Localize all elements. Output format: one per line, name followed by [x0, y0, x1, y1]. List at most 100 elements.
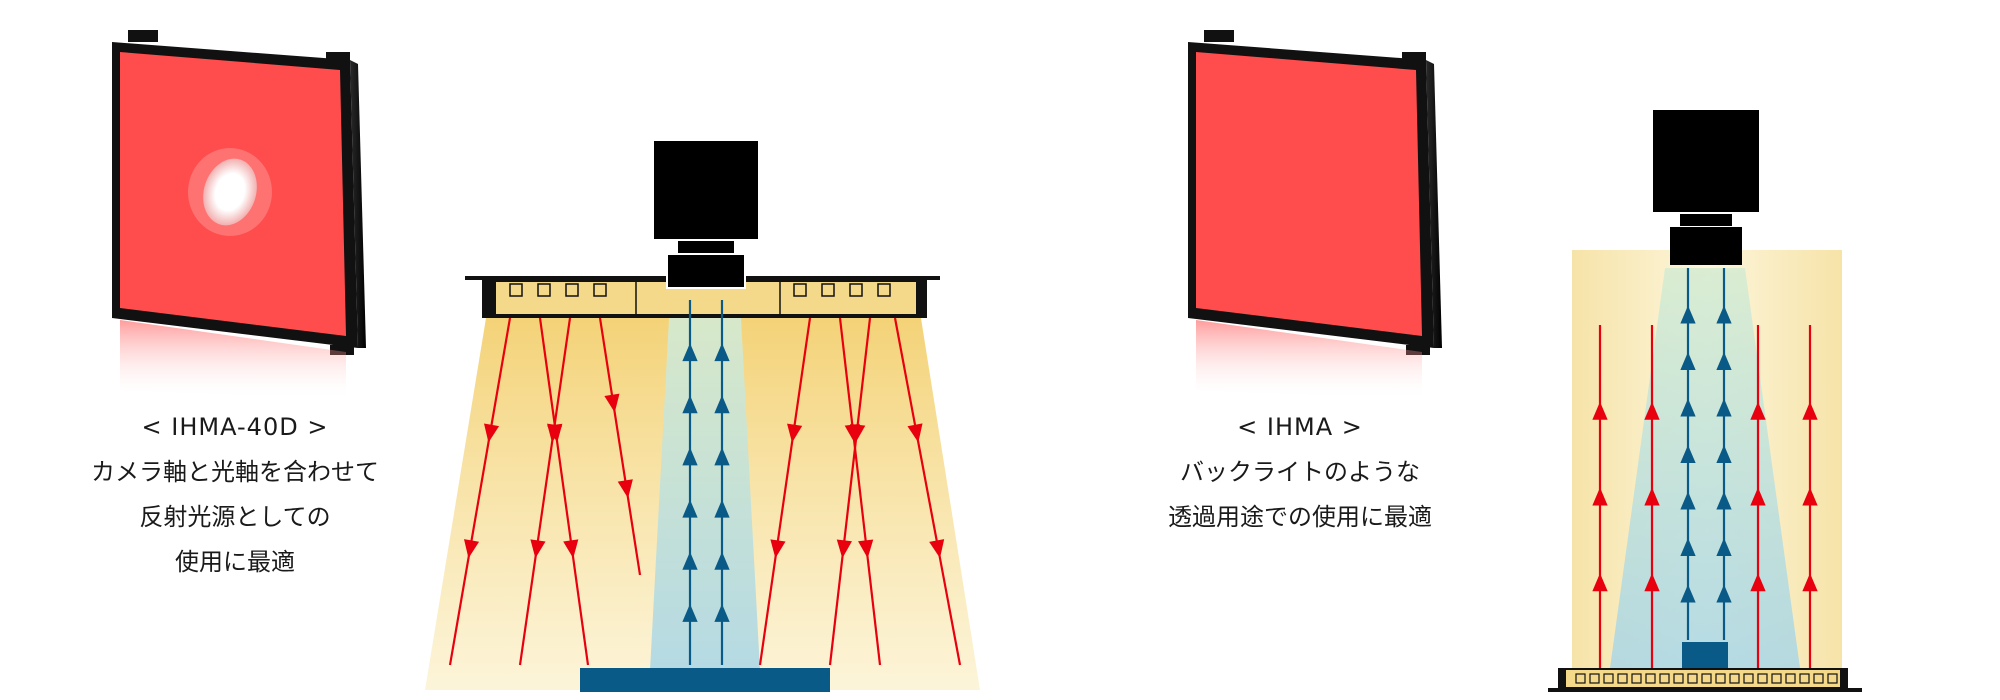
reflected-light-ray-arrow	[682, 395, 698, 414]
incident-light-ray	[828, 317, 872, 666]
incident-light-ray	[538, 317, 590, 666]
backlight-ray-arrow	[1644, 573, 1660, 592]
incident-light-ray	[448, 317, 512, 666]
led-cell	[1645, 673, 1656, 684]
led-cell	[1771, 673, 1782, 684]
backlight-ray-arrow	[1644, 487, 1660, 506]
backlight-ray-arrow	[1802, 401, 1818, 420]
description-line: カメラ軸と光軸を合わせて	[91, 458, 379, 486]
description-line: 透過用途での使用に最適	[1168, 503, 1432, 531]
panel-reflection	[120, 320, 346, 400]
caption-ihma-40d: < IHMA-40D > カメラ軸と光軸を合わせて 反射光源としての 使用に最適	[60, 405, 410, 585]
incident-light-ray-arrow	[604, 393, 620, 413]
product-ihma-40d	[112, 30, 366, 400]
reflected-light-ray-arrow	[682, 603, 698, 622]
led-cell	[1659, 673, 1670, 684]
incident-light-ray-arrow	[929, 539, 945, 559]
reflected-light-ray-arrow	[714, 447, 730, 466]
reflected-light-ray-arrow	[682, 499, 698, 518]
incident-light-ray-arrow	[617, 479, 633, 499]
description-line: バックライトのような	[1180, 458, 1420, 486]
diagram-backlight-transmission	[1548, 110, 1862, 692]
incident-light-ray	[598, 317, 642, 576]
led-cell	[1631, 673, 1642, 684]
incident-light-ray-arrow	[850, 423, 866, 443]
reflected-light-ray-arrow	[714, 551, 730, 570]
reflected-light-ray-arrow	[714, 499, 730, 518]
incident-light-ray	[518, 317, 572, 666]
backlight-ray-arrow	[1644, 401, 1660, 420]
incident-light-ray-arrow	[530, 539, 546, 559]
transmitted-light-ray-arrow	[1680, 445, 1696, 463]
product-ihma	[1188, 30, 1442, 400]
diagram-coaxial-reflection	[425, 141, 980, 692]
backlight-ray-arrow	[1802, 487, 1818, 506]
incident-light-ray-arrow	[483, 423, 500, 443]
led-cell	[1729, 673, 1740, 684]
incident-light-ray-arrow	[563, 539, 579, 559]
transmitted-light-ray-arrow	[1716, 538, 1732, 556]
description-line: 使用に最適	[175, 548, 295, 576]
panel-light-surface	[1196, 52, 1422, 336]
led-cell	[1589, 673, 1600, 684]
incident-light-ray-arrow	[770, 539, 786, 559]
led-cell	[1743, 673, 1754, 684]
reflected-light-ray-arrow	[714, 603, 730, 622]
transmitted-light-ray-arrow	[1716, 584, 1732, 603]
model-name: < IHMA >	[1237, 413, 1363, 441]
led-cell	[1813, 673, 1824, 684]
incident-light-ray-arrow	[858, 539, 874, 559]
camera-view-cone	[650, 300, 760, 670]
incident-light-ray	[893, 317, 962, 666]
incident-light-ray-arrow	[463, 539, 480, 559]
transmitted-light-ray-arrow	[1716, 352, 1732, 370]
led-cell	[1617, 673, 1628, 684]
camera-lens	[1670, 227, 1742, 265]
center-hole	[203, 158, 257, 226]
reflected-light-ray-arrow	[714, 395, 730, 414]
backlight-ray-arrow	[1592, 487, 1608, 506]
led-cell	[1715, 673, 1726, 684]
description-line: 反射光源としての	[139, 503, 331, 531]
camera-lens	[666, 253, 746, 289]
led-cell	[1673, 673, 1684, 684]
transmitted-light-ray-arrow	[1716, 491, 1732, 510]
led-cell	[1757, 673, 1768, 684]
camera-body	[1653, 110, 1759, 212]
left-light-rays	[448, 300, 962, 666]
model-name: < IHMA-40D >	[141, 413, 329, 441]
transmitted-light-ray-arrow	[1716, 305, 1732, 324]
incident-light-ray-arrow	[787, 423, 803, 443]
led-cell	[1687, 673, 1698, 684]
led-cell	[1827, 673, 1838, 684]
backlight-ray-arrow	[1750, 487, 1766, 506]
reflected-light-ray-arrow	[682, 447, 698, 466]
transmitted-light-ray-arrow	[1716, 398, 1732, 417]
led-cell	[1785, 673, 1796, 684]
transmitted-light-ray-arrow	[1716, 445, 1732, 463]
backlight-ray-arrow	[1592, 401, 1608, 420]
backlight-ray-arrow	[1750, 573, 1766, 592]
led-cell	[1701, 673, 1712, 684]
transmitted-light-ray-arrow	[1680, 538, 1696, 556]
incident-light-ray-arrow	[836, 539, 852, 559]
workpiece	[580, 668, 830, 692]
transmitted-light-ray-arrow	[1680, 398, 1696, 417]
camera-mount	[678, 241, 734, 253]
transmitted-light-ray-arrow	[1680, 305, 1696, 324]
camera-view-cone	[1610, 268, 1800, 668]
camera-body	[654, 141, 758, 239]
incident-light-ray-arrow	[907, 423, 923, 443]
transmitted-light-ray-arrow	[1680, 491, 1696, 510]
transmitted-light-ray-arrow	[1680, 584, 1696, 603]
caption-ihma: < IHMA > バックライトのような 透過用途での使用に最適	[1140, 405, 1460, 540]
led-cell	[1799, 673, 1810, 684]
led-cell	[1575, 673, 1586, 684]
reflected-light-ray-arrow	[682, 551, 698, 570]
reflected-light-ray-arrow	[714, 343, 730, 362]
transmitted-light-ray-arrow	[1680, 352, 1696, 370]
backlight-ray-arrow	[1750, 401, 1766, 420]
incident-light-ray	[758, 317, 812, 666]
camera-mount	[1680, 214, 1732, 226]
led-cell	[1603, 673, 1614, 684]
